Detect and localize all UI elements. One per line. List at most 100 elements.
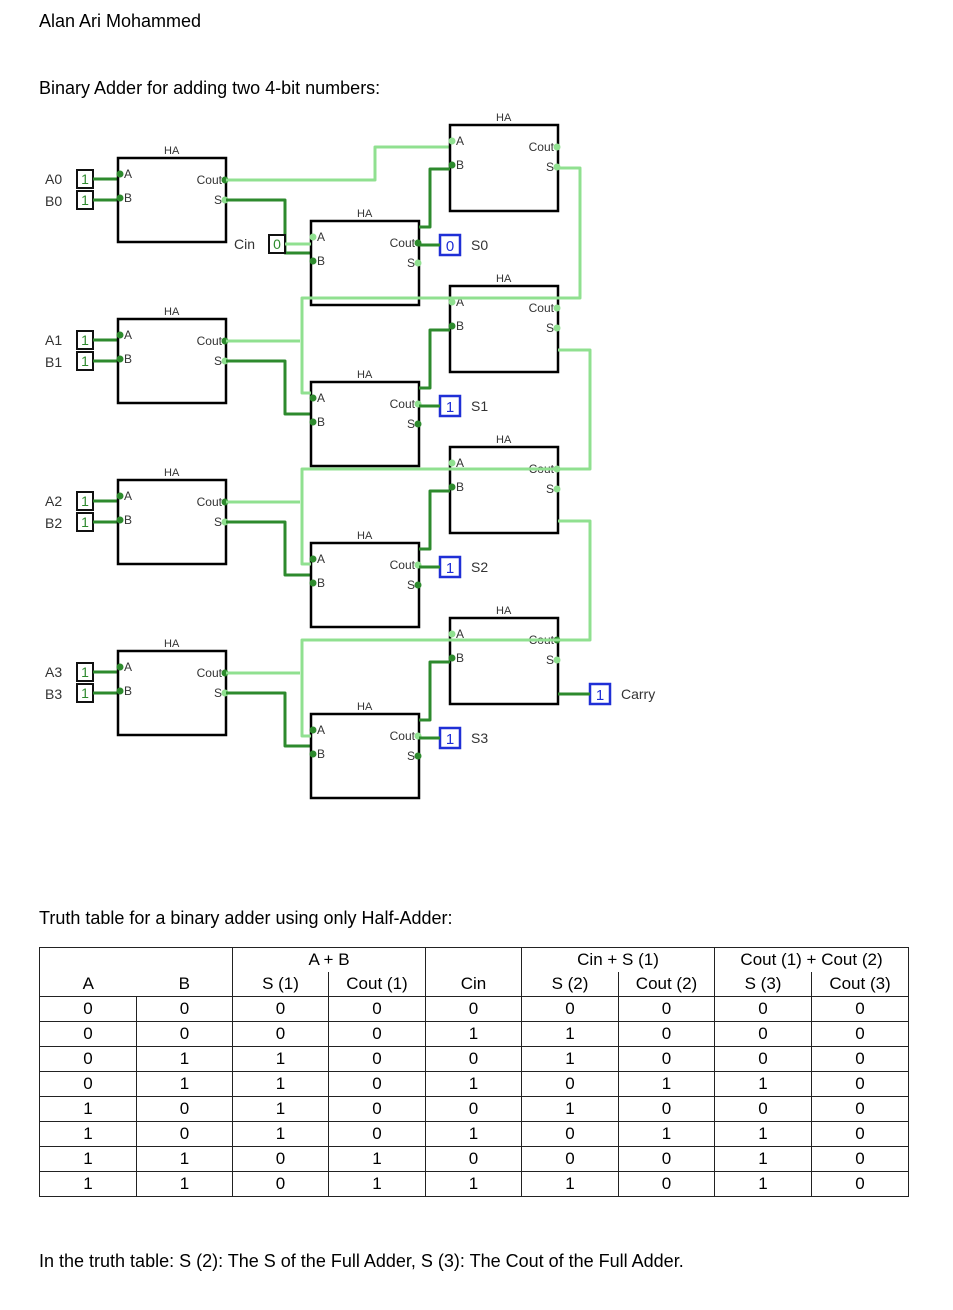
port-s-label: S bbox=[546, 160, 554, 174]
table-cell: 1 bbox=[521, 1171, 619, 1197]
port-s-pin bbox=[414, 420, 422, 428]
table-cell: 0 bbox=[811, 1021, 910, 1047]
port-cout-label: Cout bbox=[197, 495, 223, 509]
page-heading: Binary Adder for adding two 4-bit number… bbox=[39, 78, 381, 98]
port-b-label: B bbox=[456, 319, 464, 333]
port-cout-label: Cout bbox=[390, 397, 416, 411]
group-header: Cin + S (1) bbox=[520, 947, 716, 972]
sum-label: S2 bbox=[471, 559, 488, 575]
table-cell: 0 bbox=[39, 1021, 137, 1047]
column-header: Cout (1) bbox=[328, 972, 426, 997]
table-cell: 1 bbox=[617, 1121, 716, 1147]
sum-output-value: 1 bbox=[446, 399, 454, 416]
table-cell: 0 bbox=[328, 1096, 426, 1122]
table-cell: 1 bbox=[328, 1146, 426, 1172]
port-s-label: S bbox=[546, 321, 554, 335]
half-adder-box bbox=[116, 156, 228, 244]
table-cell: 1 bbox=[617, 1071, 716, 1097]
table-cell: 1 bbox=[521, 1021, 619, 1047]
port-s-label: S bbox=[214, 515, 222, 529]
port-cout-label: Cout bbox=[197, 334, 223, 348]
table-cell: 0 bbox=[617, 1146, 716, 1172]
port-s-pin bbox=[553, 656, 561, 664]
port-s-pin bbox=[221, 518, 229, 526]
input-b-value: 1 bbox=[81, 685, 89, 701]
table-cell: 0 bbox=[617, 1046, 716, 1072]
port-cout-pin bbox=[221, 176, 229, 184]
port-b-label: B bbox=[317, 747, 325, 761]
half-adder-label: HA bbox=[496, 112, 512, 124]
group-header: A + B bbox=[232, 947, 426, 972]
table-cell: 1 bbox=[39, 1121, 137, 1147]
port-a-pin bbox=[116, 663, 124, 671]
table-cell: 0 bbox=[714, 1046, 813, 1072]
port-a-pin bbox=[448, 459, 456, 467]
table-heading: Truth table for a binary adder using onl… bbox=[39, 908, 453, 928]
column-header: S (3) bbox=[714, 972, 813, 997]
half-adder-box bbox=[309, 219, 421, 307]
port-a-label: A bbox=[456, 456, 464, 470]
half-adder-label: HA bbox=[357, 701, 373, 713]
group-header: Cout (1) + Cout (2) bbox=[714, 947, 910, 972]
table-cell: 0 bbox=[617, 1171, 716, 1197]
half-adder-box bbox=[116, 649, 228, 737]
port-s-label: S bbox=[407, 749, 415, 763]
table-cell: 1 bbox=[521, 1096, 619, 1122]
port-s-label: S bbox=[546, 482, 554, 496]
column-header: A bbox=[39, 972, 137, 997]
table-cell: 0 bbox=[811, 1146, 910, 1172]
table-cell: 0 bbox=[328, 1071, 426, 1097]
table-cell: 1 bbox=[39, 1146, 137, 1172]
wire-s1 bbox=[226, 691, 311, 748]
input-b-label: B3 bbox=[45, 686, 62, 702]
table-cell: 1 bbox=[425, 1121, 522, 1147]
group-header-row: A + B Cin + S (1) Cout (1) + Cout (2) bbox=[39, 947, 910, 972]
port-cout-label: Cout bbox=[390, 236, 416, 250]
table-cell: 0 bbox=[521, 1071, 619, 1097]
port-cout-label: Cout bbox=[197, 173, 223, 187]
port-cout-label: Cout bbox=[390, 729, 416, 743]
table-cell: 0 bbox=[617, 1021, 716, 1047]
half-adder-label: HA bbox=[496, 434, 512, 446]
port-a-label: A bbox=[124, 167, 132, 181]
port-b-pin bbox=[309, 579, 317, 587]
port-b-pin bbox=[448, 322, 456, 330]
wire-cout2 bbox=[419, 328, 450, 390]
port-s-pin bbox=[553, 324, 561, 332]
port-b-label: B bbox=[317, 415, 325, 429]
port-a-label: A bbox=[317, 391, 325, 405]
sum-label: S3 bbox=[471, 730, 488, 746]
half-adder-label: HA bbox=[164, 306, 180, 318]
table-cell: 1 bbox=[232, 1071, 329, 1097]
port-cout-label: Cout bbox=[529, 301, 555, 315]
input-a-label: A2 bbox=[45, 493, 62, 509]
port-b-label: B bbox=[317, 254, 325, 268]
empty-header-cell bbox=[39, 947, 233, 972]
port-b-pin bbox=[309, 418, 317, 426]
cin-input-value: 0 bbox=[273, 236, 281, 252]
half-adder-box bbox=[309, 541, 421, 629]
port-b-label: B bbox=[124, 191, 132, 205]
half-adder-box bbox=[116, 317, 228, 405]
port-a-pin bbox=[116, 170, 124, 178]
port-a-pin bbox=[116, 331, 124, 339]
column-header: Cin bbox=[425, 972, 522, 997]
port-b-label: B bbox=[456, 480, 464, 494]
table-cell: 0 bbox=[811, 1071, 910, 1097]
port-s-label: S bbox=[214, 354, 222, 368]
input-a-value: 1 bbox=[81, 664, 89, 680]
port-b-label: B bbox=[124, 684, 132, 698]
port-s-pin bbox=[553, 485, 561, 493]
table-cell: 0 bbox=[811, 1171, 910, 1197]
port-b-pin bbox=[116, 687, 124, 695]
half-adder-box bbox=[448, 445, 560, 535]
table-cell: 1 bbox=[425, 1021, 522, 1047]
